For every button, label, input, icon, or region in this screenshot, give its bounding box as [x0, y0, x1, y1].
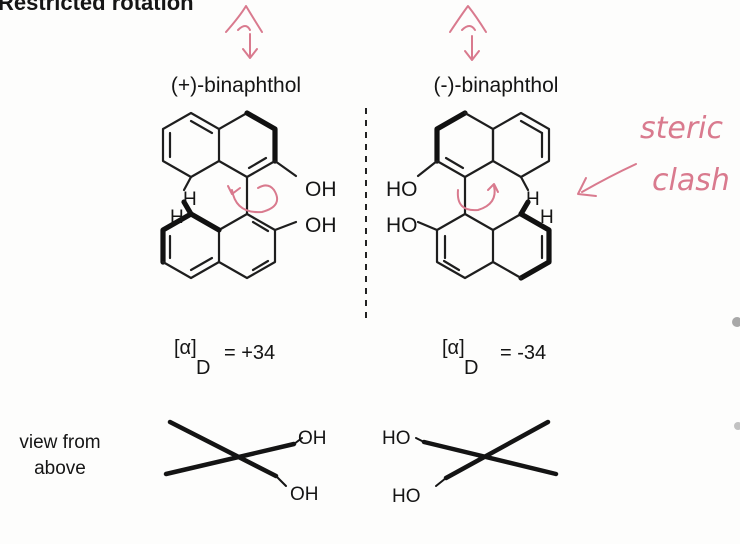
eye-mark-left-icon — [225, 5, 263, 59]
right-top-view-sketch — [415, 419, 559, 487]
right-h-lower-label: H — [540, 207, 554, 228]
eye-mark-right-icon — [449, 5, 487, 61]
steric-clash-arrow-icon — [577, 163, 637, 197]
left-rotation-d: D — [196, 357, 210, 379]
right-molecule-name: (-)-binaphthol — [434, 74, 559, 97]
punch-hole-lower — [734, 422, 740, 430]
view-right-ho-bottom: HO — [392, 486, 421, 507]
right-ho-top-label: HO — [386, 178, 418, 201]
view-left-oh-bottom: OH — [290, 484, 319, 505]
left-rotation-alpha: [α] — [174, 337, 197, 359]
left-rotation-value: = +34 — [224, 342, 275, 364]
steric-annotation-line1: steric — [640, 111, 724, 146]
punch-hole-upper — [732, 317, 740, 327]
view-label-line2: above — [34, 458, 86, 479]
right-h-upper-label: H — [526, 189, 540, 210]
left-binaphthol-structure — [160, 110, 298, 280]
steric-annotation-line2: clash — [652, 163, 730, 198]
left-oh-bottom-label: OH — [305, 214, 337, 237]
left-top-view-sketch — [163, 419, 303, 487]
header-cut-text: Restricted rotation — [0, 0, 194, 15]
right-rotation-d: D — [464, 357, 478, 379]
left-h-lower-label: H — [170, 207, 184, 228]
right-ho-bottom-label: HO — [386, 214, 418, 237]
left-h-upper-label: H — [183, 189, 197, 210]
left-oh-top-label: OH — [305, 178, 337, 201]
view-label-line1: view from — [19, 432, 100, 453]
left-molecule-name: (+)-binaphthol — [171, 74, 301, 97]
right-rotation-value: = -34 — [500, 342, 546, 364]
right-binaphthol-structure — [416, 110, 552, 281]
view-right-ho-top: HO — [382, 428, 411, 449]
right-rotation-alpha: [α] — [442, 337, 465, 359]
view-left-oh-top: OH — [298, 428, 327, 449]
